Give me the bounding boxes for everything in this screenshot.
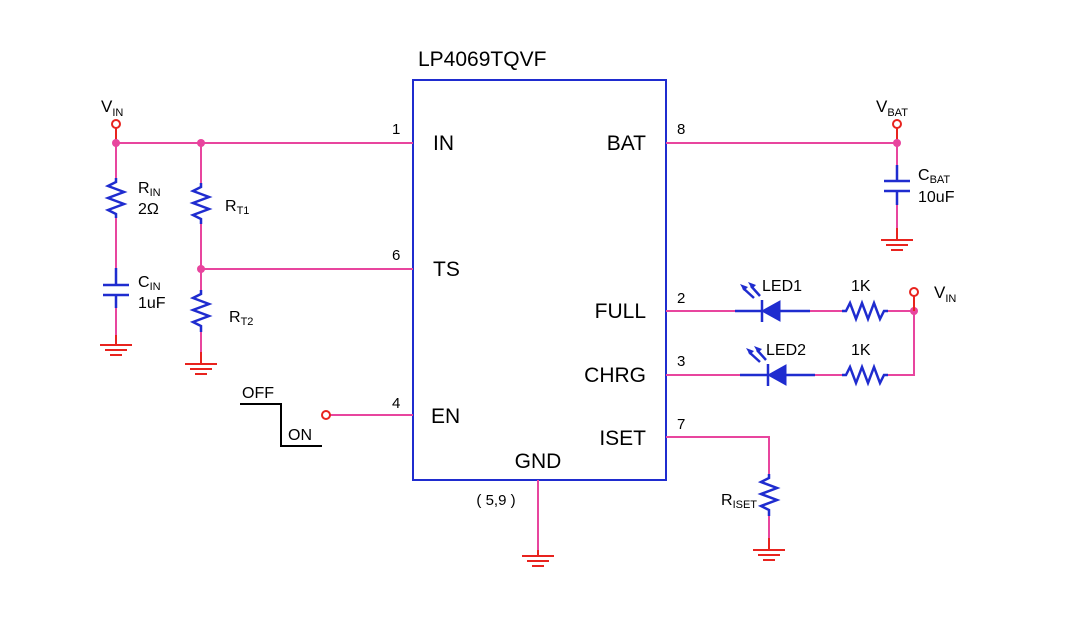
resistor-r-chrg (842, 363, 888, 387)
ic-body (412, 79, 667, 481)
vbat-label: VBAT (876, 97, 908, 119)
led1-emission-arrows-icon (740, 282, 761, 299)
pin-num-iset: 7 (677, 416, 685, 433)
pin-name-bat: BAT (607, 132, 646, 155)
riset-label: RISET (721, 492, 757, 511)
en-switch-symbol (240, 403, 322, 447)
cbat-label: CBAT (918, 167, 950, 186)
vin-left-label: VIN (101, 97, 123, 119)
resistor-rt2 (189, 290, 213, 332)
pin-name-ts: TS (433, 258, 460, 281)
cin-label: CIN (138, 274, 161, 293)
gnd-pins-label: ( 5,9 ) (476, 492, 515, 509)
pin-num-ts: 6 (392, 247, 400, 264)
led2-diode-icon (740, 364, 815, 386)
vin-right-label: VIN (934, 283, 956, 305)
en-terminal (321, 410, 331, 420)
led1-label: LED1 (762, 278, 802, 295)
ground-symbol-ic (522, 550, 554, 567)
r-full-value: 1K (851, 278, 871, 295)
pin-num-en: 4 (392, 395, 400, 412)
switch-off-label: OFF (242, 385, 274, 402)
vbat-terminal (892, 119, 902, 129)
r-chrg-value: 1K (851, 342, 871, 359)
rin-value: 2Ω (138, 201, 159, 218)
wire-iset (666, 436, 770, 474)
pin-num-full: 2 (677, 290, 685, 307)
resistor-rt1 (189, 183, 213, 224)
ground-symbol-cbat (881, 228, 913, 251)
pin-name-en: EN (431, 405, 460, 428)
resistor-riset (757, 474, 781, 516)
pin-name-chrg: CHRG (584, 364, 646, 387)
led1-diode-icon (735, 300, 810, 322)
rt2-label: RT2 (229, 309, 253, 328)
pin-name-iset: ISET (599, 427, 646, 450)
wire-chrg-c (888, 311, 915, 376)
pin-name-full: FULL (595, 300, 646, 323)
ground-symbol-cin (100, 335, 132, 356)
cbat-value: 10uF (918, 189, 955, 206)
pin-num-chrg: 3 (677, 353, 685, 370)
resistor-r-full (842, 299, 888, 323)
pin-name-in: IN (433, 132, 454, 155)
led2-label: LED2 (766, 342, 806, 359)
resistor-rin (104, 178, 128, 218)
ground-symbol-rt2 (185, 352, 217, 375)
rt1-label: RT1 (225, 198, 249, 217)
vin-left-terminal (111, 119, 121, 129)
pin-num-in: 1 (392, 121, 400, 138)
pin-name-gnd: GND (515, 450, 562, 473)
ic-part-number: LP4069TQVF (418, 48, 546, 71)
rin-label: RIN (138, 180, 161, 199)
ground-symbol-riset (753, 538, 785, 561)
pin-num-bat: 8 (677, 121, 685, 138)
switch-on-label: ON (288, 427, 312, 444)
led2-emission-arrows-icon (746, 346, 767, 363)
vin-right-terminal (909, 287, 919, 297)
cin-value: 1uF (138, 295, 166, 312)
